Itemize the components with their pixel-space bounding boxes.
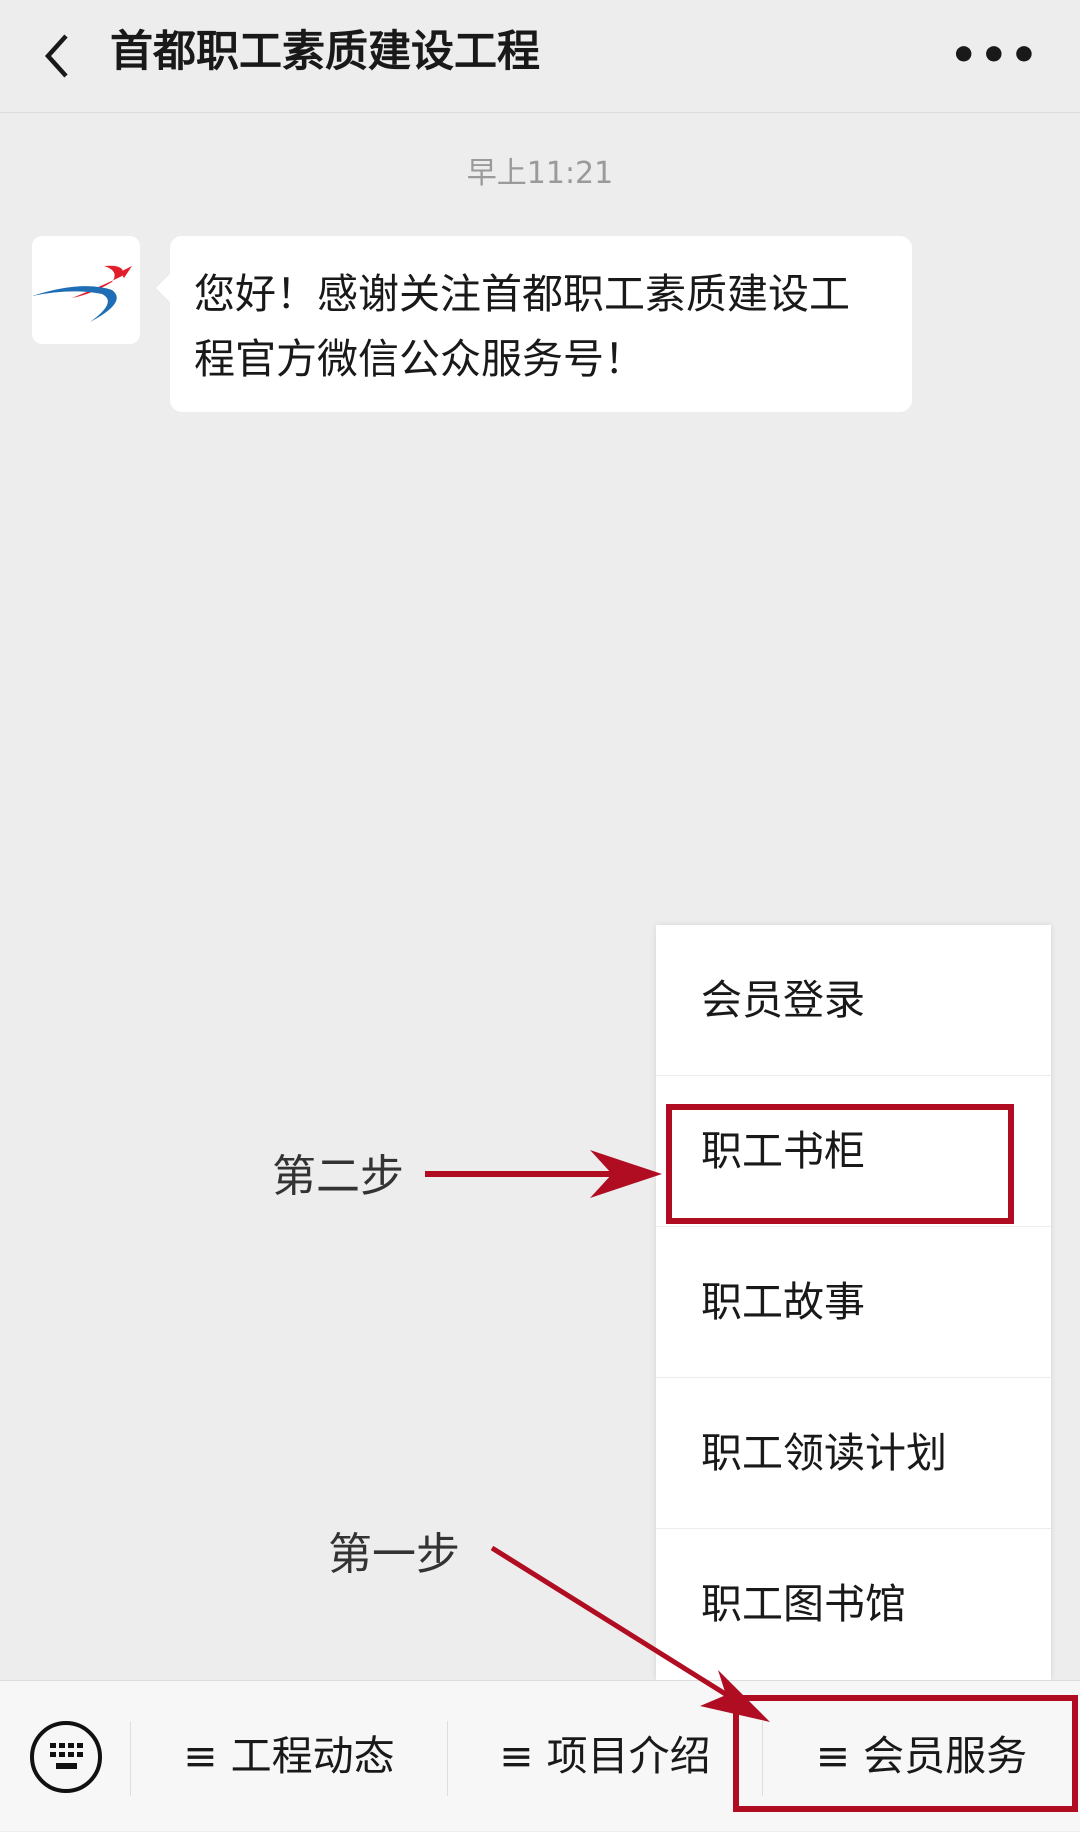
highlight-box-step2 (666, 1104, 1014, 1224)
back-icon[interactable] (36, 28, 86, 84)
divider (130, 1721, 131, 1796)
divider (762, 1721, 763, 1796)
avatar[interactable] (32, 236, 140, 344)
tab-project-intro[interactable]: ≡ 项目介绍 (499, 1732, 711, 1780)
highlight-box-step1 (733, 1695, 1078, 1812)
timestamp: 早上11:21 (466, 156, 614, 191)
page-title: 首都职工素质建设工程 (110, 27, 540, 77)
menu-item-member-login[interactable]: 会员登录 (656, 925, 1051, 1076)
menu-item-staff-bookshelf[interactable]: 职工书柜 (656, 1076, 1051, 1227)
arrow-step2 (425, 1150, 662, 1198)
menu-item-staff-library[interactable]: 职工图书馆 (701, 1580, 906, 1628)
menu-item-staff-stories[interactable]: 职工故事 (656, 1227, 1051, 1378)
tab-member-services[interactable]: ≡ 会员服务 (815, 1732, 1028, 1780)
tab-project-news[interactable]: ≡ 工程动态 (183, 1732, 395, 1780)
divider (447, 1721, 448, 1796)
bottom-menu-bar: ≡ 工程动态 ≡ 项目介绍 ≡ 会员服务 (0, 1680, 1080, 1831)
popup-menu: 会员登录 职工书柜 职工故事 职工领读计划 职工图书馆 (656, 925, 1051, 1680)
step2-label: 第二步 (272, 1151, 404, 1202)
message-bubble: 您好！感谢关注首都职工素质建设工程官方微信公众服务号！ (156, 236, 912, 412)
swallow-logo-icon (32, 265, 132, 322)
menu-item-reading-plan[interactable]: 职工领读计划 (656, 1378, 1051, 1529)
keyboard-icon[interactable] (30, 1721, 102, 1793)
more-icon[interactable]: ••• (949, 30, 1040, 81)
header: 首都职工素质建设工程 ••• (0, 0, 1080, 113)
step1-label: 第一步 (328, 1529, 460, 1580)
